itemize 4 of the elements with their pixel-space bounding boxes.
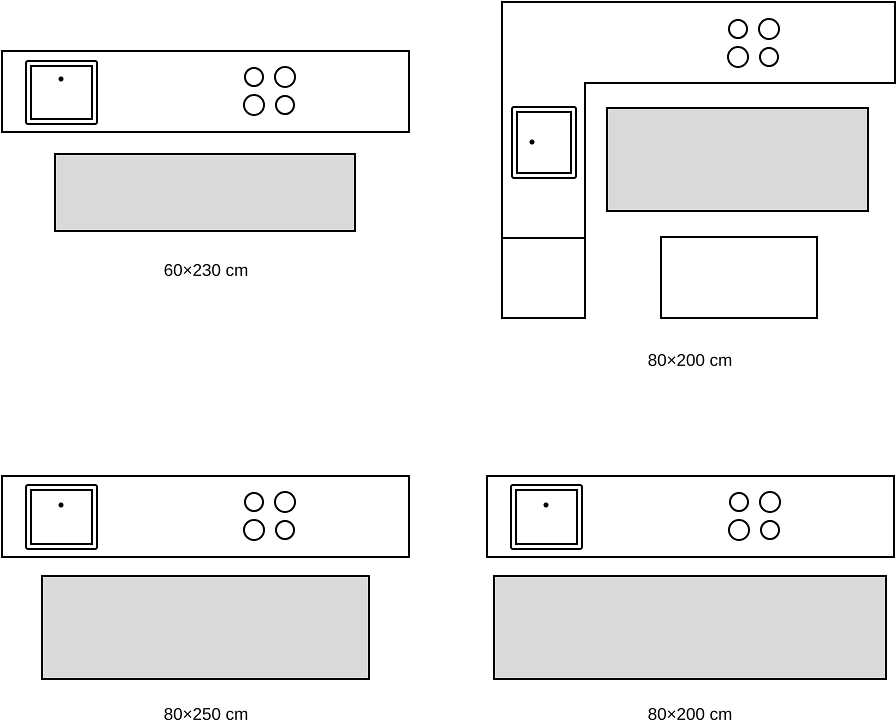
dimension-label: 60×230 cm: [164, 264, 248, 276]
dimension-label: 80×250 cm: [164, 708, 248, 720]
dimension-label: 80×200 cm: [648, 708, 732, 720]
dimension-label: 80×200 cm: [648, 354, 732, 366]
